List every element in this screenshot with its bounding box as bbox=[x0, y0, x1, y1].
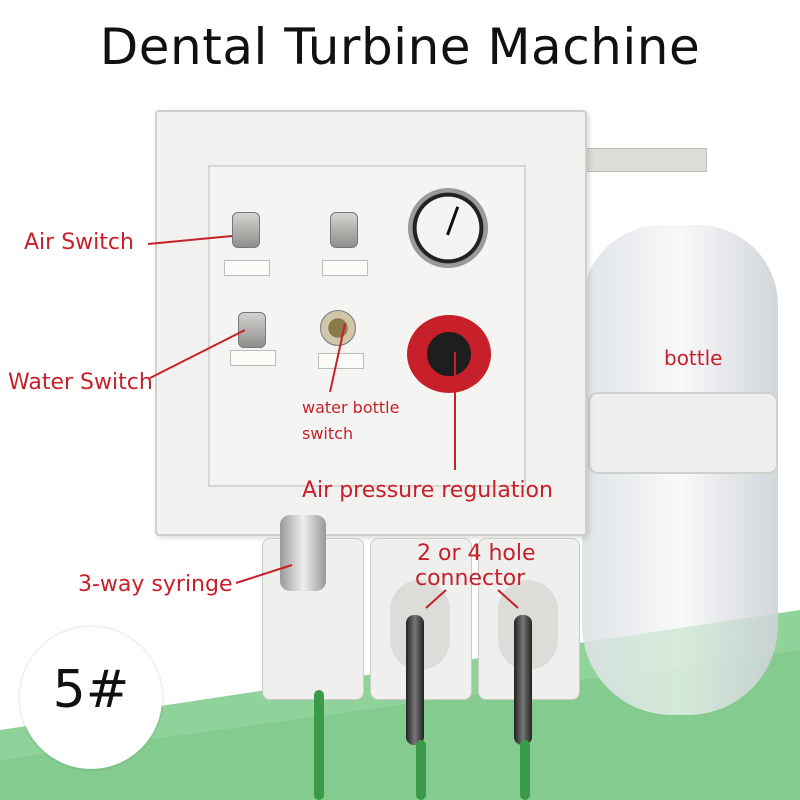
water-bottle-tag bbox=[318, 353, 364, 369]
water-bottle-toggle[interactable] bbox=[320, 310, 356, 346]
water-switch-knob[interactable] bbox=[238, 312, 266, 348]
label-air-switch: Air Switch bbox=[24, 230, 134, 255]
three-way-syringe bbox=[280, 515, 326, 591]
page-title: Dental Turbine Machine bbox=[99, 18, 701, 76]
bottle-mount-arm bbox=[585, 148, 707, 172]
label-connector-2: connector bbox=[415, 566, 526, 591]
air-pressure-regulator[interactable] bbox=[407, 315, 491, 393]
water-switch-tag bbox=[230, 350, 276, 366]
green-tube-1 bbox=[314, 690, 324, 800]
label-water-bottle-switch-2: switch bbox=[302, 424, 354, 443]
label-water-bottle-switch-1: water bottle bbox=[302, 398, 400, 417]
model-badge-text: 5# bbox=[52, 660, 130, 720]
handpiece-hose-1 bbox=[406, 615, 424, 745]
air-switch-tag-1 bbox=[224, 260, 270, 276]
label-connector-1: 2 or 4 hole bbox=[417, 541, 536, 566]
air-switch-knob-1[interactable] bbox=[232, 212, 260, 248]
handpiece-hose-2 bbox=[514, 615, 532, 745]
air-switch-tag-2 bbox=[322, 260, 368, 276]
green-tube-2 bbox=[416, 740, 426, 800]
label-air-pressure: Air pressure regulation bbox=[302, 478, 553, 503]
model-badge bbox=[20, 627, 162, 769]
label-syringe: 3-way syringe bbox=[78, 572, 233, 597]
bottle-holder bbox=[588, 392, 778, 474]
label-bottle: bottle bbox=[664, 346, 723, 370]
label-water-switch: Water Switch bbox=[8, 370, 153, 395]
air-switch-knob-2[interactable] bbox=[330, 212, 358, 248]
green-tube-3 bbox=[520, 740, 530, 800]
